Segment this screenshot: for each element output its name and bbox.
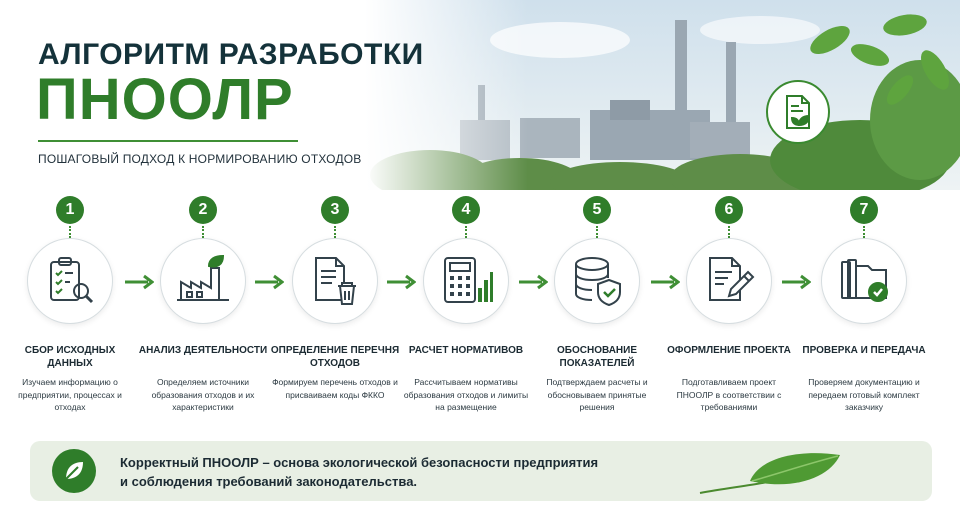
connector-dots: [863, 226, 865, 238]
process-steps: 1 СБОР ИСХОДНЫХ ДАННЫХ Изучаем информаци…: [0, 196, 960, 426]
arrow-right-icon: [651, 274, 680, 290]
arrow-right-icon: [519, 274, 548, 290]
step-description: Рассчитываем нормативы образования отход…: [403, 377, 529, 412]
clipboard-checklist-magnifier-icon: [27, 238, 113, 324]
step-title: ОПРЕДЕЛЕНИЕ ПЕРЕЧНЯ ОТХОДОВ: [270, 345, 400, 369]
connector-dots: [69, 226, 71, 238]
step-description: Подтверждаем расчеты и обосновываем прин…: [546, 377, 648, 412]
page-title-line2: ПНООЛР: [36, 67, 294, 132]
conclusion-banner: Корректный ПНООЛР – основа экологической…: [30, 441, 932, 501]
step-number: 7: [850, 196, 878, 224]
arrow-right-icon: [255, 274, 284, 290]
step-number: 6: [715, 196, 743, 224]
document-pen-icon: [686, 238, 772, 324]
step-number: 4: [452, 196, 480, 224]
conclusion-line2: и соблюдения требований законодательства…: [120, 474, 418, 489]
step-number: 3: [321, 196, 349, 224]
step-number: 2: [189, 196, 217, 224]
step-title: ОФОРМЛЕНИЕ ПРОЕКТА: [667, 345, 791, 356]
page-title-line1: АЛГОРИТМ РАЗРАБОТКИ: [38, 38, 424, 71]
step-title: СБОР ИСХОДНЫХ ДАННЫХ: [24, 345, 116, 369]
connector-dots: [596, 226, 598, 238]
leaf-icon: [52, 449, 96, 493]
step-description: Подготавливаем проект ПНООЛР в соответст…: [676, 377, 782, 412]
connector-dots: [465, 226, 467, 238]
folder-check-icon: [821, 238, 907, 324]
document-leaf-icon: [766, 80, 830, 144]
calculator-chart-icon: [423, 238, 509, 324]
connector-dots: [728, 226, 730, 238]
step-description: Определяем источники образования отходов…: [151, 377, 255, 412]
hero-banner: АЛГОРИТМ РАЗРАБОТКИ ПНООЛР ПОШАГОВЫЙ ПОД…: [0, 0, 960, 190]
step-title: РАСЧЕТ НОРМАТИВОВ: [408, 345, 524, 356]
step-number: 5: [583, 196, 611, 224]
connector-dots: [334, 226, 336, 238]
database-shield-icon: [554, 238, 640, 324]
step-title: ПРОВЕРКА И ПЕРЕДАЧА: [802, 345, 926, 356]
connector-dots: [202, 226, 204, 238]
arrow-right-icon: [125, 274, 154, 290]
title-divider: [38, 140, 298, 142]
arrow-right-icon: [782, 274, 811, 290]
arrow-right-icon: [387, 274, 416, 290]
conclusion-line1: Корректный ПНООЛР – основа экологической…: [120, 455, 599, 470]
step-number: 1: [56, 196, 84, 224]
conclusion-text: Корректный ПНООЛР – основа экологической…: [120, 453, 598, 491]
factory-leaf-icon: [160, 238, 246, 324]
page-subtitle: ПОШАГОВЫЙ ПОДХОД К НОРМИРОВАНИЮ ОТХОДОВ: [38, 152, 362, 166]
step-description: Изучаем информацию о предприятии, процес…: [18, 377, 122, 412]
step-description: Проверяем документацию и передаем готовы…: [808, 377, 920, 412]
document-trash-icon: [292, 238, 378, 324]
step-title: АНАЛИЗ ДЕЯТЕЛЬНОСТИ: [138, 345, 268, 356]
decorative-leaf-icon: [699, 453, 840, 494]
step-description: Формируем перечень отходов и присваиваем…: [272, 377, 398, 400]
step-title: ОБОСНОВАНИЕ ПОКАЗАТЕЛЕЙ: [557, 345, 637, 369]
